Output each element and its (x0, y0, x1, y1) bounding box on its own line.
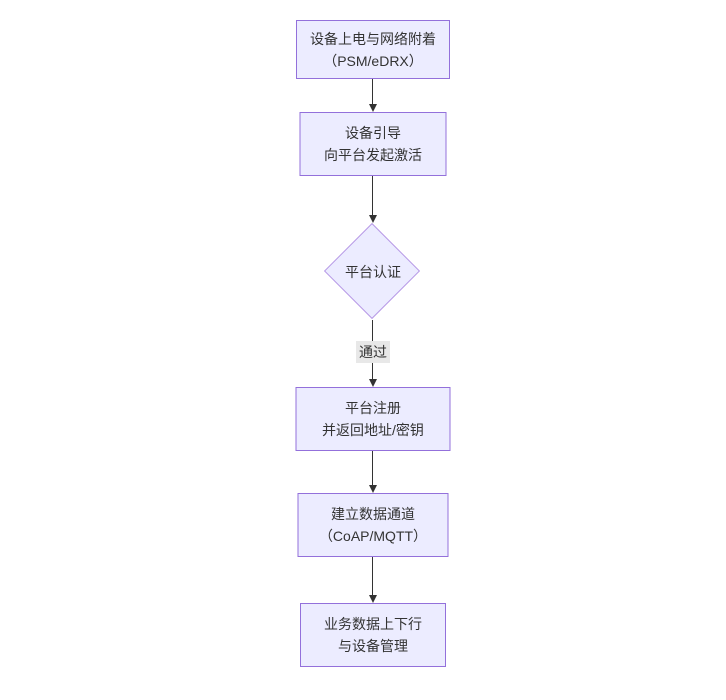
edge-line (372, 176, 373, 215)
edge-register-to-channel (368, 451, 377, 493)
node-text-line: （CoAP/MQTT） (318, 528, 428, 544)
node-data-channel: 建立数据通道 （CoAP/MQTT） (297, 493, 449, 557)
node-boot-activate: 设备引导 向平台发起激活 (299, 112, 447, 176)
arrowhead-icon (368, 215, 377, 223)
edge-line (372, 79, 373, 104)
node-register: 平台注册 并返回地址/密钥 (295, 387, 451, 451)
edge-channel-to-service (368, 557, 377, 603)
node-service-mgmt: 业务数据上下行 与设备管理 (300, 603, 446, 667)
node-text-line: 设备引导 (345, 125, 401, 141)
node-text-line: 向平台发起激活 (324, 147, 422, 163)
node-text-line: 平台注册 (345, 400, 401, 416)
node-text-line: 设备上电与网络附着 (310, 30, 436, 47)
edge-label-pass: 通过 (356, 341, 390, 363)
arrowhead-icon (368, 104, 377, 112)
arrowhead-icon (368, 485, 377, 493)
edge-line (372, 451, 373, 485)
node-text-line: 并返回地址/密钥 (322, 422, 424, 438)
arrowhead-icon (368, 379, 377, 387)
edge-boot-to-auth (368, 176, 377, 223)
node-text-line: （PSM/eDRX） (323, 52, 423, 69)
node-text-line: 与设备管理 (338, 638, 408, 654)
node-power-attach: 设备上电与网络附着 （PSM/eDRX） (296, 20, 450, 79)
node-text-line: 建立数据通道 (331, 506, 415, 522)
arrowhead-icon (368, 595, 377, 603)
edge-power-to-boot (368, 79, 377, 112)
node-text-line: 平台认证 (345, 263, 401, 280)
node-platform-auth: 平台认证 (323, 222, 423, 320)
edge-line (372, 557, 373, 595)
node-text-line: 业务数据上下行 (324, 616, 422, 632)
